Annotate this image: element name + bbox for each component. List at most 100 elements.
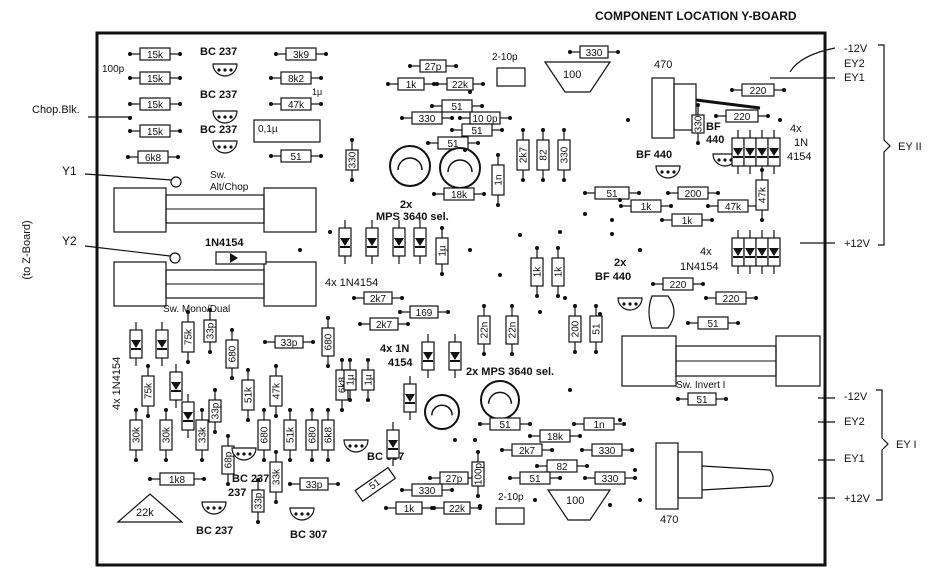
transistor-label: BC 237	[196, 525, 233, 537]
resistor-label: 1k	[682, 216, 694, 227]
resistor-label: 330	[599, 446, 616, 457]
resistor-label: 30k	[132, 426, 143, 443]
resistor: 18k	[528, 429, 582, 443]
transistor	[231, 447, 257, 461]
resistor: 15k	[128, 124, 182, 138]
connector-ey-ii: -12V EY2 EY1 +12V EY II	[770, 43, 922, 250]
diode	[755, 130, 769, 174]
resistor: 330	[691, 103, 705, 145]
component-label: BF	[706, 121, 721, 133]
resistor: 51	[430, 99, 484, 113]
svg-text:Sw.: Sw.	[210, 170, 226, 181]
resistor: 22n	[477, 304, 491, 356]
resistor-label: 330	[419, 486, 436, 497]
resistor: 330	[568, 45, 620, 59]
resistor: 10 0p	[458, 111, 512, 125]
resistor: 33p	[203, 308, 217, 354]
resistor-label: 82	[556, 462, 568, 473]
resistor-label: 100p	[474, 462, 485, 485]
resistor: 8k2	[269, 71, 323, 85]
resistor-label: 1k	[533, 266, 544, 278]
resistor: 27p	[408, 59, 458, 73]
resistor: 82	[536, 128, 550, 182]
diode	[767, 130, 781, 174]
resistor: 330	[400, 111, 454, 125]
transistor: BC 237	[200, 46, 238, 77]
resistor: 1n	[572, 417, 626, 431]
resistor-label: 3k9	[293, 50, 310, 61]
y1-label: Y1	[62, 164, 77, 178]
component-label: 4x	[790, 123, 802, 135]
resistor-label: 2k7	[376, 320, 393, 331]
resistor: 680	[225, 328, 239, 380]
resistor-label: 47k	[758, 186, 769, 203]
resistor-label: 330	[348, 151, 359, 168]
svg-text:EY I: EY I	[896, 439, 917, 451]
diode	[129, 322, 143, 366]
resistor-label: 33p	[306, 480, 323, 491]
component-label: 2x	[614, 257, 627, 269]
resistor-label: 1n	[494, 174, 505, 185]
resistor-label: 2k7	[370, 294, 387, 305]
resistor: 51	[583, 186, 641, 200]
resistor: 22k	[432, 501, 482, 515]
resistor-label: 51	[592, 323, 603, 335]
resistor: 30k	[129, 408, 143, 462]
component-label: 1µ	[312, 87, 322, 97]
component-label: 0,1µ	[258, 124, 278, 135]
resistor-label: 6k8	[145, 153, 162, 164]
transistor	[655, 165, 681, 179]
svg-text:Sw. Mono/Dual: Sw. Mono/Dual	[163, 304, 230, 315]
component-label: 2-10p	[498, 492, 524, 503]
diode	[181, 394, 195, 438]
transistor-can	[480, 380, 520, 420]
resistor-label: 330	[586, 48, 603, 59]
potentiometer-470-bottom: 470	[655, 442, 774, 526]
resistor-label: 6k8	[324, 427, 335, 444]
resistor: 51	[478, 417, 532, 431]
resistor-label: 220	[723, 294, 740, 305]
svg-text:+12V: +12V	[844, 238, 871, 250]
transistor-label: BC 237	[200, 124, 237, 136]
resistor-label: 51	[290, 152, 302, 163]
resistor-label: 68p	[224, 451, 235, 468]
resistor-label: 15k	[147, 74, 164, 85]
switch-invert: Sw. Invert I	[621, 335, 821, 391]
svg-text:EY II: EY II	[898, 141, 922, 153]
svg-text:Alt/Chop: Alt/Chop	[210, 182, 249, 193]
resistor-label: 330	[694, 115, 705, 132]
resistor-label: 33p	[211, 402, 222, 419]
diode	[386, 422, 400, 466]
resistor: 1k	[530, 246, 544, 298]
diode	[421, 334, 435, 378]
resistor-label: 51	[707, 319, 719, 330]
resistor: 200	[666, 186, 720, 200]
resistor: 680	[305, 408, 319, 462]
transistor-label: BC 237	[200, 46, 237, 58]
resistor: 51	[426, 136, 480, 150]
svg-text:EY2: EY2	[844, 58, 865, 70]
diode	[338, 220, 352, 264]
resistor-label: 1k8	[169, 475, 186, 486]
component-label: 4x 1N4154	[325, 277, 378, 289]
resistor-label: 18k	[451, 190, 468, 201]
switch-mono-dual: Sw. Mono/Dual	[113, 261, 317, 315]
resistor: 15k	[128, 97, 182, 111]
resistor: 51	[686, 316, 740, 330]
diode	[403, 376, 417, 420]
resistor: 169	[398, 305, 450, 319]
resistor: 220	[714, 109, 770, 123]
resistor-label: 51k	[286, 426, 297, 443]
transistor	[617, 297, 643, 311]
transistor: BC 307	[289, 507, 327, 541]
resistor-label: 15k	[147, 127, 164, 138]
resistor: 51	[676, 392, 728, 406]
diode	[731, 130, 745, 174]
resistor: 330	[345, 138, 359, 182]
resistor: 1µ	[361, 358, 375, 402]
resistor: 15k	[128, 71, 182, 85]
resistor: 47k	[706, 199, 760, 213]
y2-label: Y2	[62, 234, 77, 248]
